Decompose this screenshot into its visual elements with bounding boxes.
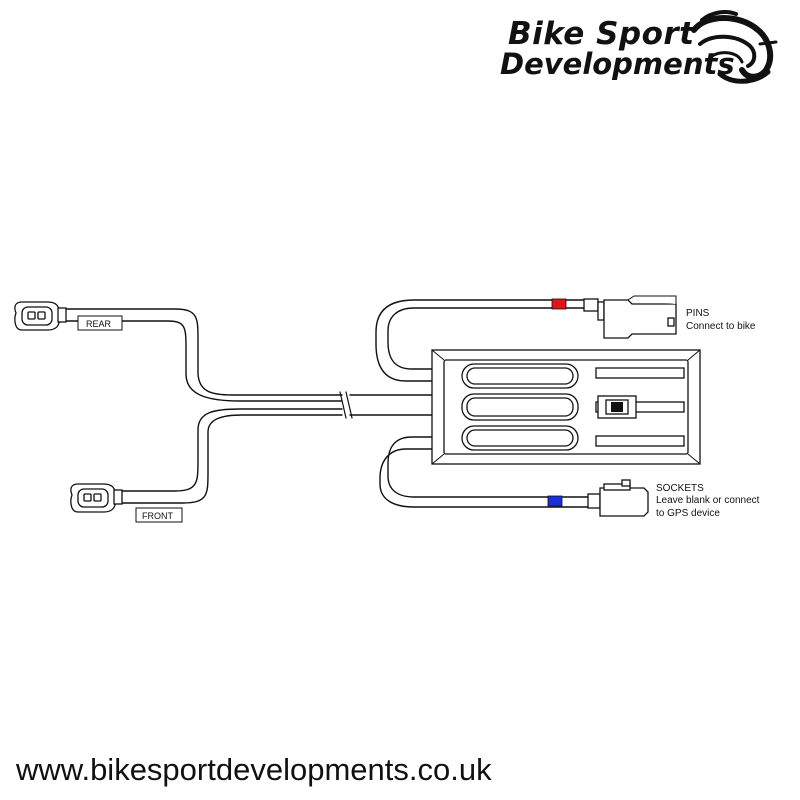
sockets-annotation: SOCKETS Leave blank or connect to GPS de… [656, 483, 760, 519]
rear-label: REAR [86, 319, 112, 329]
front-connector [70, 483, 123, 513]
logo-line-1: Bike Sport [508, 16, 695, 52]
splitter-module [431, 349, 701, 465]
sockets-color-marker [547, 495, 563, 507]
sockets-description-line-1: Leave blank or connect [656, 495, 760, 506]
pins-title: PINS [686, 308, 710, 319]
motorcycle-rider-icon [691, 10, 778, 84]
front-tag: FRONT [135, 507, 183, 523]
logo-line-2: Developments [500, 47, 735, 81]
pins-description: Connect to bike [686, 321, 756, 332]
website-url: www.bikesportdevelopments.co.uk [15, 752, 492, 787]
sockets-cable [387, 436, 589, 498]
pins-cable [387, 307, 585, 370]
rear-cable [61, 308, 343, 396]
sockets-title: SOCKETS [656, 483, 704, 494]
rear-connector [14, 301, 67, 331]
brand-logo: Bike Sport Developments [500, 10, 778, 84]
front-cable [117, 408, 343, 492]
pins-color-marker [551, 298, 567, 310]
sockets-connector [587, 479, 649, 517]
cable-harness [61, 299, 589, 508]
pins-annotation: PINS Connect to bike [686, 308, 756, 332]
pins-connector [583, 295, 677, 339]
rear-tag: REAR [77, 315, 123, 331]
sockets-description-line-2: to GPS device [656, 508, 720, 519]
front-label: FRONT [142, 511, 173, 521]
